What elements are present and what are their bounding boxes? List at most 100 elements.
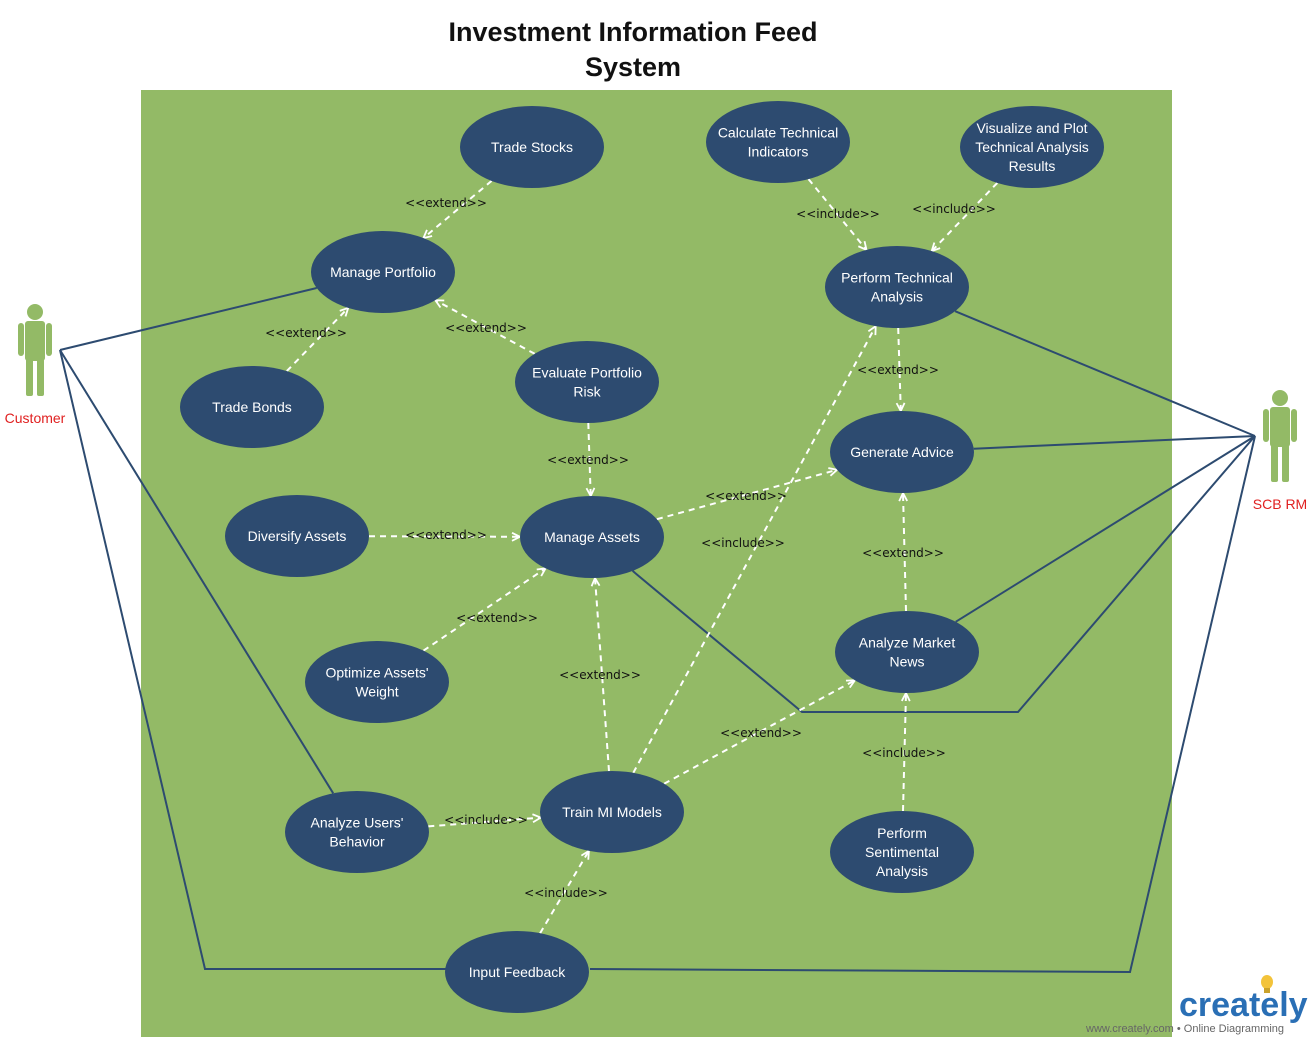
association-scb-rm-input-feedback (589, 435, 1256, 974)
use-case-ellipse (706, 101, 850, 183)
use-case-label: Calculate Technical (718, 125, 838, 141)
use-case-label: Technical Analysis (975, 139, 1089, 155)
use-case-trade-stocks[interactable]: Trade Stocks (460, 106, 604, 188)
use-case-input-feedback[interactable]: Input Feedback (445, 931, 589, 1013)
dependency-label: <<include>> (701, 536, 785, 550)
dependency-arrow (422, 568, 545, 652)
dependency-train-models-analyze-news: <<extend>> (663, 680, 855, 785)
dependency-label: <<extend>> (559, 668, 641, 682)
actor-customer[interactable]: Customer (5, 304, 66, 426)
use-case-generate-advice[interactable]: Generate Advice (830, 411, 974, 493)
use-case-label: News (889, 654, 924, 670)
use-case-ellipse (285, 791, 429, 873)
use-case-label: Analyze Market (859, 635, 956, 651)
use-case-ellipse (445, 931, 589, 1013)
dependency-arrow (588, 422, 590, 496)
use-case-diversify-assets[interactable]: Diversify Assets (225, 495, 369, 577)
dependency-arrow (898, 327, 901, 411)
dependency-evaluate-risk-manage-portfolio: <<extend>> (435, 300, 536, 355)
dependency-label: <<extend>> (405, 196, 487, 210)
use-case-label: Visualize and Plot (976, 120, 1087, 136)
associations (59, 287, 1256, 974)
use-case-label: Manage Assets (544, 529, 640, 545)
dependency-analyze-news-generate-advice: <<extend>> (862, 493, 944, 612)
use-case-optimize-weight[interactable]: Optimize Assets'Weight (305, 641, 449, 723)
dependency-label: <<extend>> (857, 363, 939, 377)
diagram-title-line-2: System (585, 52, 681, 82)
association-customer-input-feedback (59, 349, 446, 970)
use-case-manage-assets[interactable]: Manage Assets (520, 496, 664, 578)
use-case-ellipse (180, 366, 324, 448)
use-case-label: Trade Bonds (212, 399, 292, 415)
use-case-label: Weight (355, 684, 398, 700)
dependency-arrow (368, 536, 520, 537)
dependency-arrow (663, 680, 855, 785)
dependency-sentiment-analyze-news: <<include>> (862, 693, 946, 812)
dependency-evaluate-risk-manage-assets: <<extend>> (547, 422, 629, 496)
use-case-label: Train MI Models (562, 804, 662, 820)
association-scb-rm-manage-assets (631, 435, 1256, 713)
dependency-trade-stocks-manage-portfolio: <<extend>> (405, 180, 493, 238)
dependency-arrow (903, 693, 906, 812)
dependency-arrow (428, 818, 540, 828)
association-scb-rm-perform-ta (954, 310, 1256, 437)
use-case-ellipse (225, 495, 369, 577)
dependency-label: <<extend>> (547, 453, 629, 467)
use-case-label: Diversify Assets (248, 528, 347, 544)
use-case-label: Analysis (876, 863, 928, 879)
use-case-label: Results (1009, 158, 1056, 174)
use-case-label: Analysis (871, 289, 923, 305)
dependency-arrow (932, 182, 999, 251)
actor-label: SCB RM (1253, 496, 1307, 512)
dependency-label: <<include>> (796, 207, 880, 221)
use-case-label: Trade Stocks (491, 139, 573, 155)
dependency-arrow (807, 178, 867, 250)
use-case-manage-portfolio[interactable]: Manage Portfolio (311, 231, 455, 313)
creately-footer: www.creately.com • Online Diagramming (1085, 1023, 1284, 1035)
use-case-label: Risk (573, 384, 601, 400)
dependency-diversify-assets-manage-assets: <<extend>> (368, 528, 520, 542)
use-case-train-models[interactable]: Train MI Models (540, 771, 684, 853)
use-case-ellipse (311, 231, 455, 313)
dependency-arrow (423, 180, 493, 238)
use-case-analyze-behavior[interactable]: Analyze Users'Behavior (285, 791, 429, 873)
person-icon (1263, 390, 1297, 482)
use-case-label: Manage Portfolio (330, 264, 436, 280)
association-scb-rm-generate-advice (973, 435, 1256, 450)
use-case-label: Perform (877, 825, 927, 841)
actor-scb-rm[interactable]: SCB RM (1253, 390, 1307, 512)
use-case-ellipse (305, 641, 449, 723)
dependency-arrow (435, 300, 536, 355)
dependency-calc-indicators-perform-ta: <<include>> (796, 178, 880, 250)
association-scb-rm-analyze-news (955, 435, 1256, 623)
dependency-train-models-manage-assets: <<extend>> (559, 578, 641, 772)
use-case-ellipse (515, 341, 659, 423)
dependency-arrow (903, 493, 906, 612)
use-case-ellipse (830, 811, 974, 893)
association-customer-manage-portfolio (59, 287, 317, 351)
dependency-label: <<extend>> (445, 321, 527, 335)
dependency-arrow (656, 470, 837, 521)
use-case-ellipse (825, 246, 969, 328)
dependency-optimize-weight-manage-assets: <<extend>> (422, 568, 545, 652)
use-case-label: Evaluate Portfolio (532, 365, 642, 381)
use-case-label: Sentimental (865, 844, 939, 860)
use-case-trade-bonds[interactable]: Trade Bonds (180, 366, 324, 448)
dependency-arrow (632, 326, 875, 774)
dependency-label: <<extend>> (265, 326, 347, 340)
use-case-ellipse (960, 106, 1104, 188)
dependency-manage-assets-generate-advice: <<extend>> (656, 470, 837, 521)
use-case-ellipse (540, 771, 684, 853)
use-case-ellipse (520, 496, 664, 578)
dependency-label: <<extend>> (456, 611, 538, 625)
dependency-label: <<include>> (524, 886, 608, 900)
dependency-analyze-behavior-train-models: <<include>> (428, 813, 540, 828)
use-case-label: Perform Technical (841, 270, 953, 286)
